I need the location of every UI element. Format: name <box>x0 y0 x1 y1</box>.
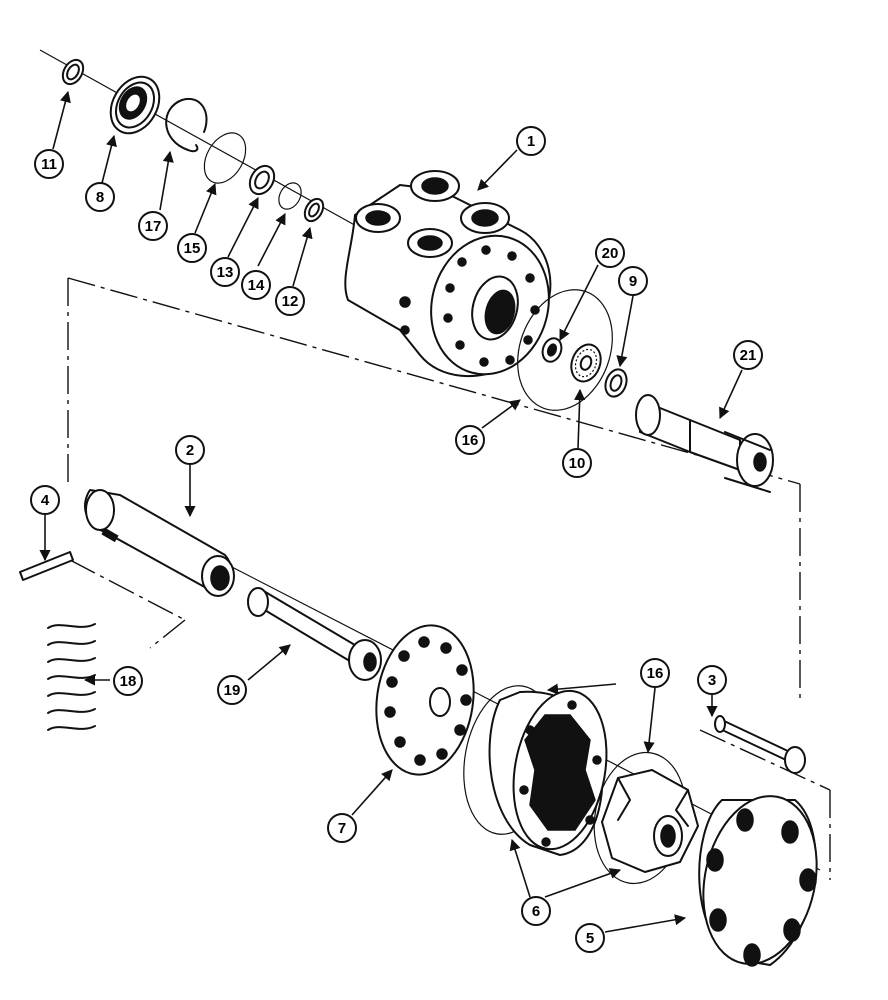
svg-text:9: 9 <box>629 273 637 290</box>
callout-2: 2 <box>175 435 205 465</box>
svg-text:19: 19 <box>224 682 241 699</box>
part-9-ring <box>604 368 628 398</box>
part-6-rotor <box>601 769 699 873</box>
svg-text:15: 15 <box>184 240 201 257</box>
svg-text:14: 14 <box>248 277 265 294</box>
callout-14: 14 <box>241 270 271 300</box>
callout-6: 6 <box>521 896 551 926</box>
svg-text:7: 7 <box>338 820 346 837</box>
svg-text:3: 3 <box>708 672 716 689</box>
svg-text:13: 13 <box>217 264 234 281</box>
part-6-gerotor-ring <box>488 689 608 856</box>
part-13-seal <box>248 164 276 196</box>
part-16-gasket-upper <box>517 289 613 411</box>
svg-text:10: 10 <box>569 455 586 472</box>
svg-text:18: 18 <box>120 673 137 690</box>
callout-21: 21 <box>733 340 763 370</box>
part-17-snap-ring <box>165 97 208 153</box>
callout-12: 12 <box>275 286 305 316</box>
callout-16-upper: 16 <box>455 425 485 455</box>
leader-lines <box>39 90 743 933</box>
svg-text:21: 21 <box>740 347 757 364</box>
part-11-seal-ring <box>61 58 85 86</box>
callout-3: 3 <box>697 665 727 695</box>
part-8-gland <box>109 75 161 135</box>
part-18-centering-springs <box>47 623 96 731</box>
part-3-bolt <box>714 715 806 774</box>
svg-text:12: 12 <box>282 293 299 310</box>
callout-4: 4 <box>30 485 60 515</box>
callout-1: 1 <box>516 126 546 156</box>
callout-17: 17 <box>138 211 168 241</box>
svg-text:6: 6 <box>532 903 540 920</box>
svg-text:8: 8 <box>96 189 104 206</box>
callout-7: 7 <box>327 813 357 843</box>
part-1-housing <box>344 170 552 378</box>
callout-5: 5 <box>575 923 605 953</box>
svg-text:4: 4 <box>41 492 50 509</box>
callout-19: 19 <box>217 675 247 705</box>
svg-text:16: 16 <box>647 665 664 682</box>
part-20-washer <box>541 337 563 363</box>
part-19-drive-link <box>247 587 382 681</box>
svg-text:5: 5 <box>586 930 594 947</box>
part-12-ring <box>303 197 325 223</box>
callout-9: 9 <box>618 266 648 296</box>
svg-text:16: 16 <box>462 432 479 449</box>
svg-text:11: 11 <box>41 156 57 173</box>
part-2-spool-sleeve <box>84 489 235 597</box>
part-5-end-cap <box>698 795 818 967</box>
callout-20: 20 <box>595 238 625 268</box>
svg-text:17: 17 <box>145 218 162 235</box>
svg-text:1: 1 <box>527 133 535 150</box>
callout-15: 15 <box>177 233 207 263</box>
callout-13: 13 <box>210 257 240 287</box>
callout-18: 18 <box>113 666 143 696</box>
part-14-o-ring <box>278 182 302 210</box>
part-15-o-ring <box>203 132 247 184</box>
svg-text:2: 2 <box>186 442 194 459</box>
part-10-thrust-bearing <box>570 343 602 383</box>
callout-11: 11 <box>34 149 64 179</box>
callout-10: 10 <box>562 448 592 478</box>
part-21-drive-shaft <box>635 394 774 493</box>
part-7-spacer-plate <box>375 624 475 776</box>
part-4-pin <box>19 551 74 581</box>
callout-16-lower: 16 <box>640 658 670 688</box>
svg-text:20: 20 <box>602 245 619 262</box>
callout-8: 8 <box>85 182 115 212</box>
callouts: 1 2 3 4 5 6 7 8 9 10 11 12 13 14 15 16 1… <box>30 126 763 953</box>
